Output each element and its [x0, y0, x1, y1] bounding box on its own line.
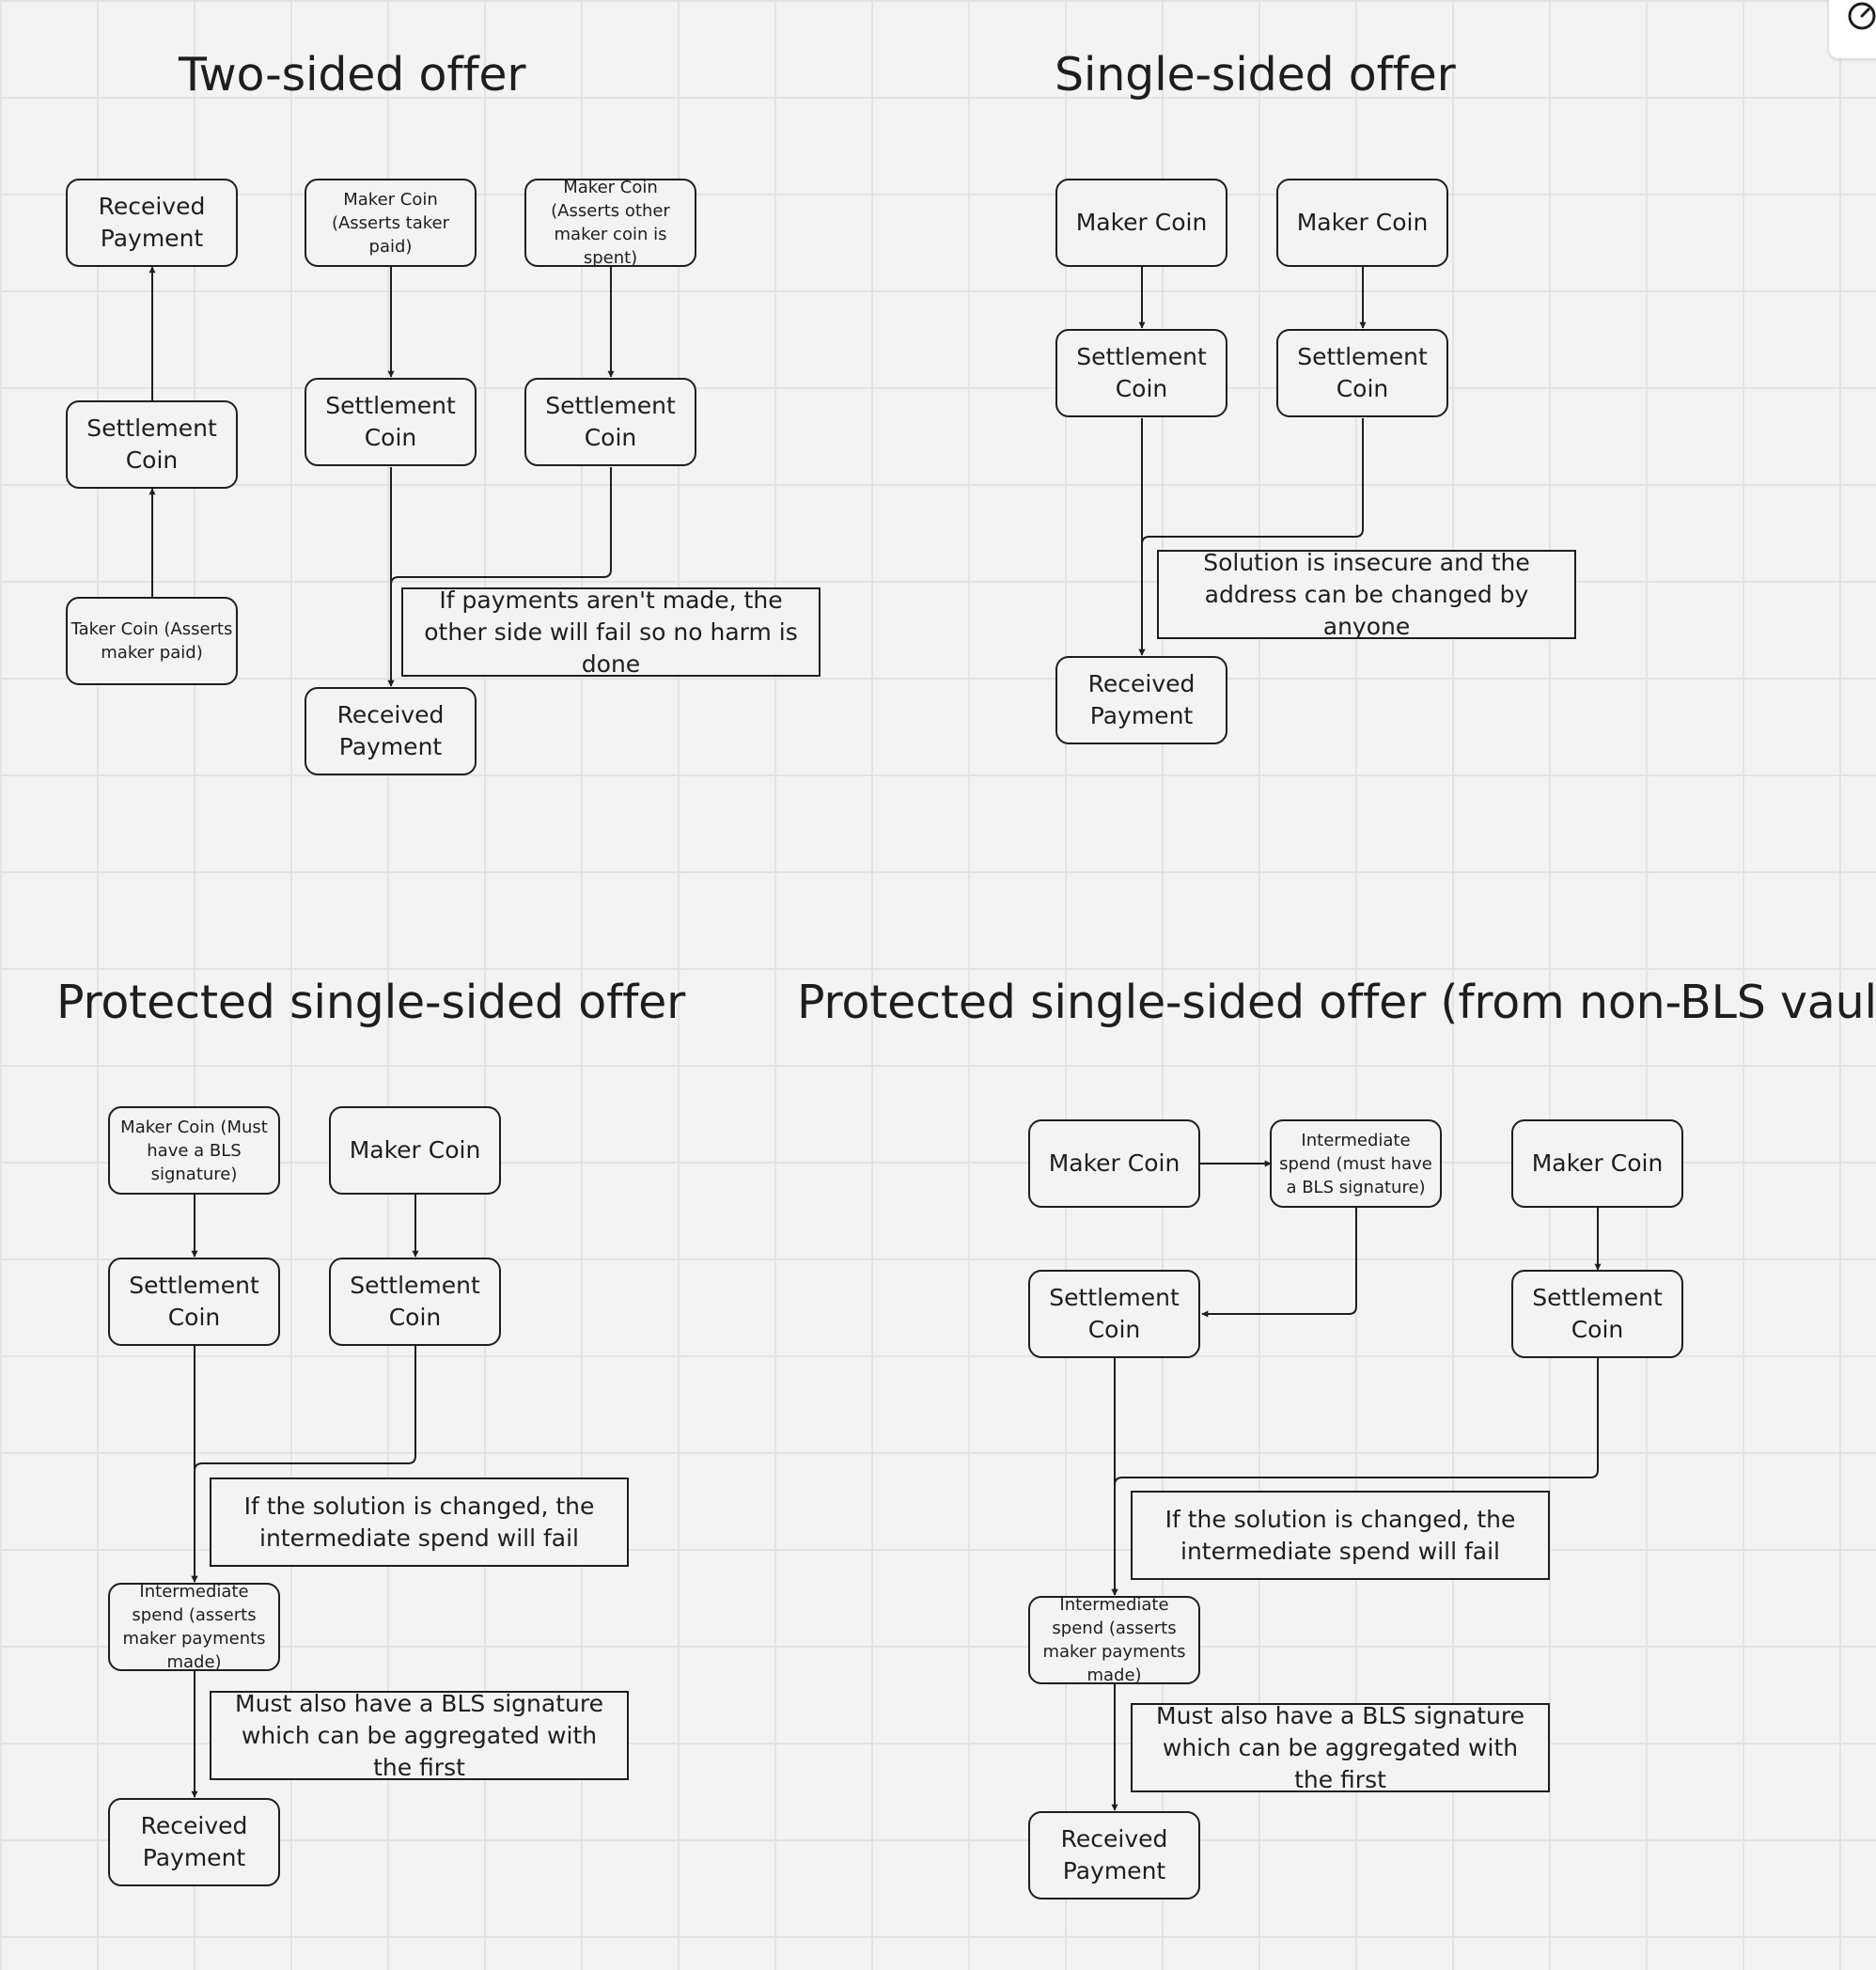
- title-two-sided: Two-sided offer: [179, 48, 526, 102]
- maker-coin-node[interactable]: Maker Coin (Must have a BLS signature): [108, 1106, 280, 1195]
- title-protected-non-bls: Protected single-sided offer (from non-B…: [797, 976, 1876, 1029]
- received-payment-node[interactable]: Received Payment: [1028, 1811, 1200, 1900]
- maker-coin-node[interactable]: Maker Coin: [1511, 1119, 1683, 1208]
- arrow-n-intermediate-to-settlement: [1201, 1208, 1357, 1318]
- taker-coin-node[interactable]: Taker Coin (Asserts maker paid): [66, 597, 238, 685]
- note-box[interactable]: Must also have a BLS signature which can…: [210, 1690, 629, 1781]
- intermediate-spend-node[interactable]: Intermediate spend (asserts maker paymen…: [1028, 1595, 1200, 1685]
- settlement-coin-node[interactable]: Settlement Coin: [66, 400, 238, 489]
- settlement-coin-node[interactable]: Settlement Coin: [108, 1258, 280, 1346]
- arrow-s-settlement2-to-received: [1138, 418, 1364, 656]
- received-payment-node[interactable]: Received Payment: [305, 687, 477, 775]
- maker-coin-node[interactable]: Maker Coin: [329, 1106, 501, 1195]
- note-box[interactable]: If payments aren't made, the other side …: [401, 586, 821, 678]
- corner-widget[interactable]: [1829, 0, 1876, 58]
- maker-coin-node[interactable]: Maker Coin: [1276, 179, 1448, 267]
- intermediate-spend-node[interactable]: Intermediate spend (must have a BLS sign…: [1270, 1119, 1442, 1208]
- title-single-sided: Single-sided offer: [1055, 48, 1456, 102]
- received-payment-node[interactable]: Received Payment: [1055, 656, 1227, 744]
- settlement-coin-node[interactable]: Settlement Coin: [524, 378, 696, 466]
- settlement-coin-node[interactable]: Settlement Coin: [329, 1258, 501, 1346]
- received-payment-node[interactable]: Received Payment: [66, 179, 238, 267]
- settlement-coin-node[interactable]: Settlement Coin: [1511, 1270, 1683, 1358]
- maker-coin-node[interactable]: Maker Coin (Asserts taker paid): [305, 179, 477, 267]
- note-box[interactable]: Solution is insecure and the address can…: [1157, 549, 1576, 640]
- note-box[interactable]: Must also have a BLS signature which can…: [1131, 1702, 1550, 1793]
- note-box[interactable]: If the solution is changed, the intermed…: [1131, 1491, 1550, 1580]
- settlement-coin-node[interactable]: Settlement Coin: [1055, 329, 1227, 417]
- settlement-coin-node[interactable]: Settlement Coin: [305, 378, 477, 466]
- received-payment-node[interactable]: Received Payment: [108, 1798, 280, 1886]
- note-box[interactable]: If the solution is changed, the intermed…: [210, 1478, 629, 1567]
- arrow-n-settlement2-to-intermediate: [1111, 1358, 1599, 1596]
- settlement-coin-node[interactable]: Settlement Coin: [1276, 329, 1448, 417]
- maker-coin-node[interactable]: Maker Coin: [1028, 1119, 1200, 1208]
- maker-coin-node[interactable]: Maker Coin (Asserts other maker coin is …: [524, 178, 696, 268]
- settlement-coin-node[interactable]: Settlement Coin: [1028, 1270, 1200, 1358]
- arrow-settlement3-to-received: [387, 467, 612, 687]
- speedometer-icon: [1848, 2, 1876, 30]
- title-protected: Protected single-sided offer: [56, 976, 686, 1029]
- arrow-p-settlement2-to-intermediate: [191, 1346, 416, 1583]
- maker-coin-node[interactable]: Maker Coin: [1055, 179, 1227, 267]
- intermediate-spend-node[interactable]: Intermediate spend (asserts maker paymen…: [108, 1582, 280, 1672]
